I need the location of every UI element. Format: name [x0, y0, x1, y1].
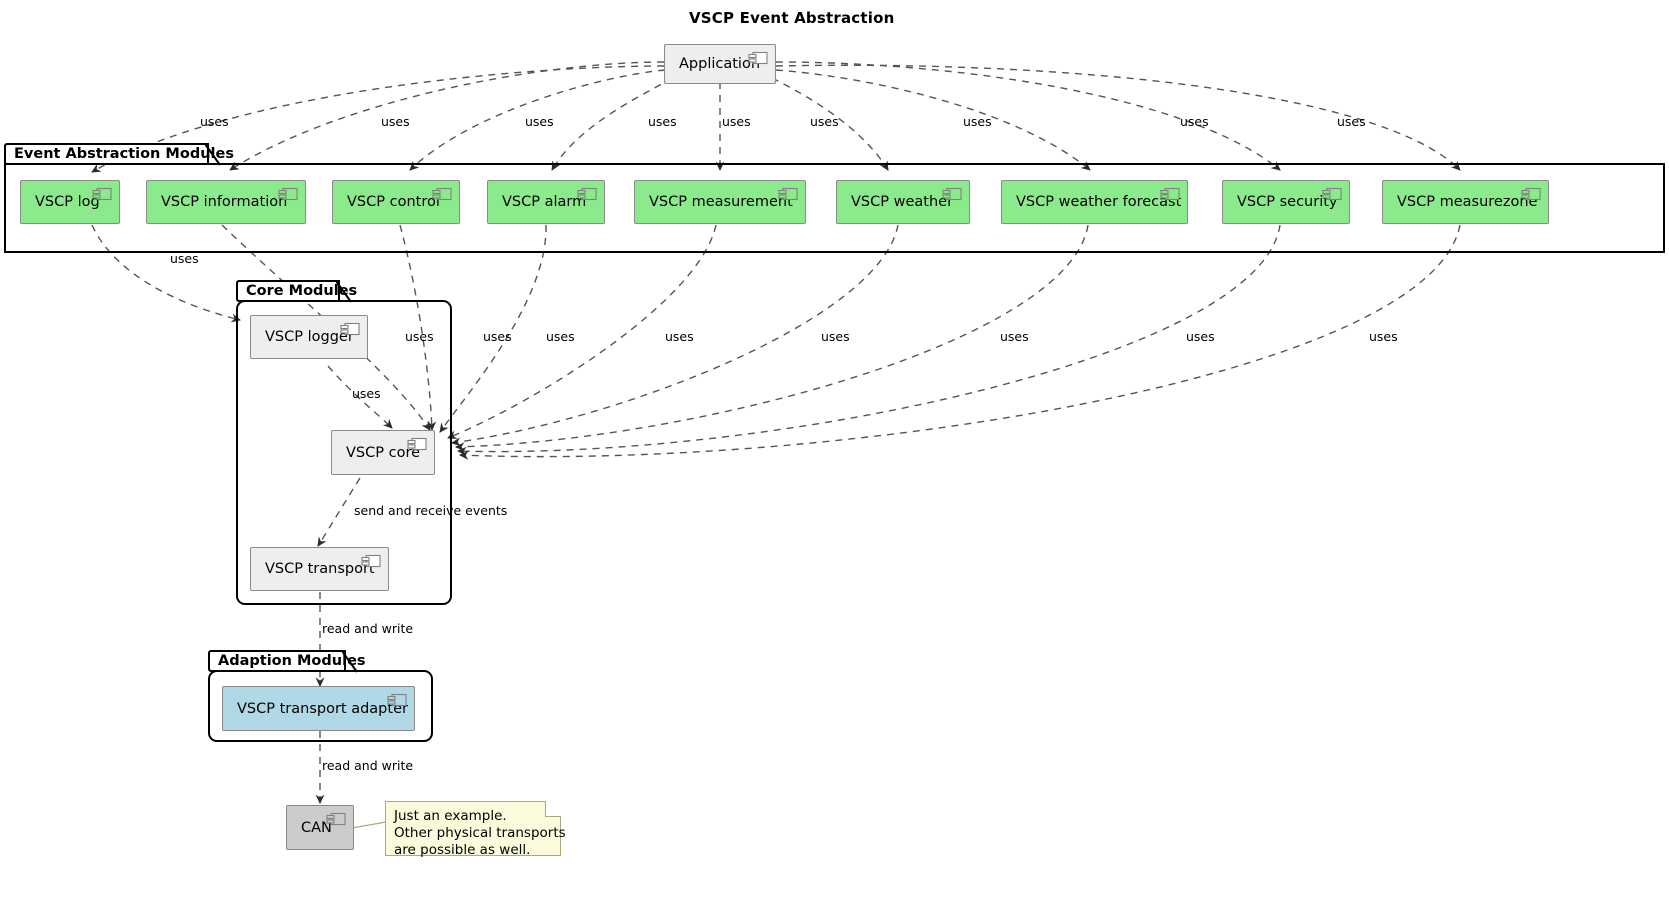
package-label: Core Modules: [246, 283, 358, 299]
component-label: VSCP weather: [851, 194, 954, 210]
component-icon: [326, 812, 346, 826]
component-icon: [278, 187, 298, 201]
edge-label-uses: uses: [483, 329, 512, 344]
edge-label-uses: uses: [1180, 114, 1209, 129]
edge-label-uses: uses: [546, 329, 575, 344]
component-label: VSCP weather forecast: [1016, 194, 1182, 210]
package-core-modules: [236, 300, 452, 605]
component-vscp-information[interactable]: VSCP information: [146, 180, 306, 224]
component-can[interactable]: CAN: [286, 805, 354, 850]
edge-label-uses: uses: [665, 329, 694, 344]
component-icon: [387, 693, 407, 707]
component-vscp-security[interactable]: VSCP security: [1222, 180, 1350, 224]
component-vscp-logger[interactable]: VSCP logger: [250, 315, 368, 359]
component-label: VSCP control: [347, 194, 440, 210]
component-label: VSCP core: [346, 444, 421, 461]
component-vscp-log[interactable]: VSCP log: [20, 180, 120, 224]
component-icon: [92, 187, 112, 201]
component-vscp-weather[interactable]: VSCP weather: [836, 180, 970, 224]
component-vscp-measurezone[interactable]: VSCP measurezone: [1382, 180, 1549, 224]
component-label: Application: [679, 56, 761, 72]
edge-label-read-and-write-1: read and write: [322, 621, 414, 636]
component-icon: [748, 51, 768, 65]
component-vscp-weather-forecast[interactable]: VSCP weather forecast: [1001, 180, 1188, 224]
package-adaption-label-tab: Adaption Modules: [208, 650, 366, 672]
component-icon: [407, 437, 427, 451]
diagram-title: VSCP Event Abstraction: [689, 9, 895, 27]
note-fold-corner: [545, 801, 561, 817]
edge-label-uses: uses: [1369, 329, 1398, 344]
component-icon: [1322, 187, 1342, 201]
edge-label-uses: uses: [810, 114, 839, 129]
note-line: Just an example.: [394, 808, 507, 824]
edge-label-uses: uses: [648, 114, 677, 129]
component-icon: [340, 322, 360, 336]
component-icon: [778, 187, 798, 201]
component-label: VSCP alarm: [502, 194, 587, 210]
component-icon: [432, 187, 452, 201]
component-vscp-control[interactable]: VSCP control: [332, 180, 460, 224]
package-tab-cut: [336, 280, 352, 303]
component-label: VSCP log: [35, 194, 100, 210]
package-tab-cut: [205, 143, 221, 166]
edge-label-uses: uses: [525, 114, 554, 129]
component-label: VSCP information: [161, 194, 288, 210]
component-vscp-measurement[interactable]: VSCP measurement: [634, 180, 806, 224]
component-label: VSCP transport: [265, 561, 375, 577]
package-event-abstraction-label-tab: Event Abstraction Modules: [4, 143, 234, 165]
edge-label-uses: uses: [405, 329, 434, 344]
component-icon: [1160, 187, 1180, 201]
component-icon: [577, 187, 597, 201]
component-vscp-transport-adapter[interactable]: VSCP transport adapter: [222, 686, 415, 731]
component-vscp-core[interactable]: VSCP core: [331, 430, 435, 475]
component-label: CAN: [301, 819, 332, 836]
component-icon: [361, 554, 381, 568]
edge-label-uses: uses: [1337, 114, 1366, 129]
component-vscp-transport[interactable]: VSCP transport: [250, 547, 389, 591]
component-icon: [942, 187, 962, 201]
component-icon: [1521, 187, 1541, 201]
edge-label-uses: uses: [381, 114, 410, 129]
edge-label-uses: uses: [1000, 329, 1029, 344]
component-label: VSCP transport adapter: [237, 700, 408, 717]
edge-label-send-receive-events: send and receive events: [354, 503, 508, 518]
component-label: VSCP security: [1237, 194, 1338, 210]
edge-label-read-and-write-2: read and write: [322, 758, 414, 773]
component-vscp-alarm[interactable]: VSCP alarm: [487, 180, 605, 224]
component-application[interactable]: Application: [664, 44, 776, 84]
component-label: VSCP measurement: [649, 194, 793, 210]
edge-label-uses: uses: [963, 114, 992, 129]
package-label: Event Abstraction Modules: [14, 146, 234, 162]
component-label: VSCP measurezone: [1397, 194, 1538, 210]
package-label: Adaption Modules: [218, 653, 366, 669]
edge-label-uses: uses: [200, 114, 229, 129]
package-core-label-tab: Core Modules: [236, 280, 357, 302]
edge-label-uses: uses: [821, 329, 850, 344]
package-tab-cut: [342, 650, 358, 673]
note-example: Just an example. Other physical transpor…: [385, 801, 566, 858]
edge-label-uses: uses: [1186, 329, 1215, 344]
edge-label-uses: uses: [722, 114, 751, 129]
note-line: Other physical transports: [394, 825, 566, 841]
package-event-abstraction-modules: [4, 163, 1665, 253]
edge-label-uses: uses: [170, 251, 199, 266]
note-line: are possible as well.: [394, 842, 531, 858]
component-label: VSCP logger: [265, 329, 354, 345]
edge-label-logger-uses: uses: [352, 386, 381, 401]
